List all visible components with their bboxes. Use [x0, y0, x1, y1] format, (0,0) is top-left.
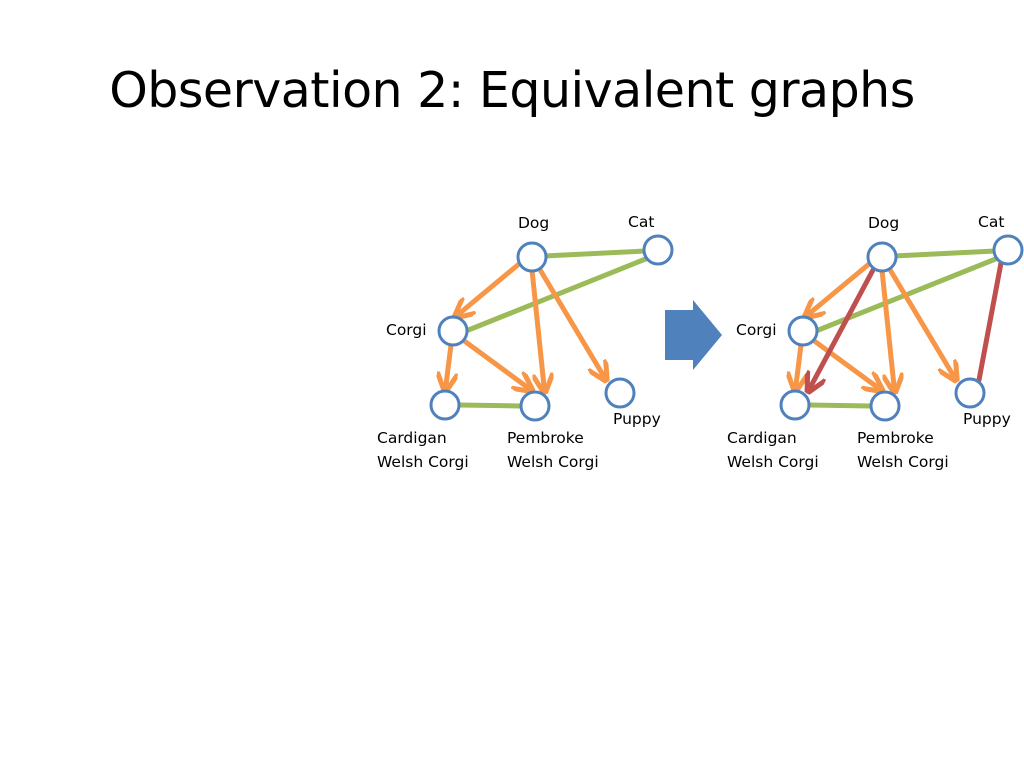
- arrow-dog-pembroke: [529, 267, 544, 386]
- label-pembroke-line2: Welsh Corgi: [857, 453, 949, 471]
- label-cat: Cat: [628, 213, 654, 231]
- edge-dog-cat: [541, 248, 648, 259]
- arrow-dog-corgi: [460, 261, 522, 313]
- node-cat: [642, 234, 674, 266]
- node-puppy: [604, 377, 636, 409]
- label-cardigan-line2: Welsh Corgi: [727, 453, 819, 471]
- arrow-corgi-cardigan: [796, 342, 801, 385]
- node-dog: [866, 241, 898, 273]
- label-corgi: Corgi: [386, 321, 427, 339]
- label-pembroke-line1: Pembroke: [857, 429, 934, 447]
- node-cardigan-welsh-corgi: [779, 389, 811, 421]
- label-pembroke-line1: Pembroke: [507, 429, 584, 447]
- node-pembroke-welsh-corgi: [519, 390, 551, 422]
- arrow-dog-puppy: [536, 265, 603, 375]
- node-corgi: [787, 315, 819, 347]
- label-cardigan-line1: Cardigan: [377, 429, 447, 447]
- label-pembroke-line2: Welsh Corgi: [507, 453, 599, 471]
- node-corgi: [437, 315, 469, 347]
- arrow-dog-corgi: [810, 261, 872, 313]
- edge-cardigan-pembroke: [456, 402, 524, 409]
- label-puppy: Puppy: [963, 410, 1011, 428]
- arrow-dog-pembroke: [879, 267, 894, 386]
- edge-cat-puppy-red: [976, 260, 1004, 383]
- label-puppy: Puppy: [613, 410, 661, 428]
- edge-dog-cat: [891, 248, 998, 259]
- arrow-corgi-pembroke: [810, 337, 877, 387]
- arrow-dog-puppy: [886, 265, 953, 375]
- node-cardigan-welsh-corgi: [429, 389, 461, 421]
- slide-title: Observation 2: Equivalent graphs: [109, 62, 915, 119]
- node-cat: [992, 234, 1024, 266]
- arrow-corgi-pembroke: [460, 337, 527, 387]
- label-cardigan-line1: Cardigan: [727, 429, 797, 447]
- edge-cardigan-pembroke: [806, 402, 874, 409]
- label-dog: Dog: [518, 214, 549, 232]
- node-dog: [516, 241, 548, 273]
- label-cardigan-line2: Welsh Corgi: [377, 453, 469, 471]
- label-dog: Dog: [868, 214, 899, 232]
- arrow-corgi-cardigan: [446, 342, 451, 385]
- label-cat: Cat: [978, 213, 1004, 231]
- graph-original: Dog Cat Corgi Puppy Cardigan Welsh Corgi…: [377, 213, 674, 471]
- transform-arrow: [665, 300, 722, 370]
- arrow-dog-cardigan-red: [811, 267, 876, 386]
- label-corgi: Corgi: [736, 321, 777, 339]
- node-pembroke-welsh-corgi: [869, 390, 901, 422]
- graph-equivalent: Dog Cat Corgi Puppy Cardigan Welsh Corgi…: [727, 213, 1024, 471]
- node-puppy: [954, 377, 986, 409]
